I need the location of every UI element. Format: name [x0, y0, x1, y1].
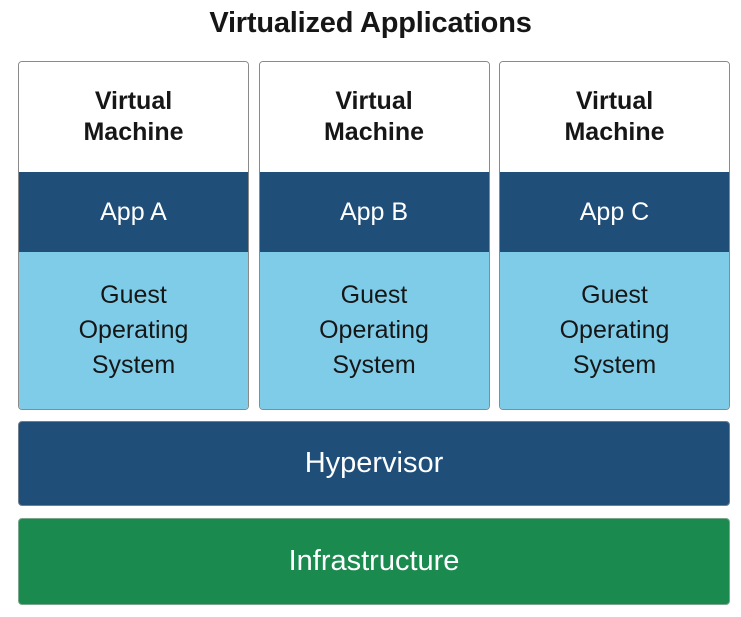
guest-os-line3: System [91, 351, 176, 379]
vm-header-line1: Virtual [94, 87, 173, 115]
virtual-machine-column-3: Virtual Machine App C Guest Operating Sy… [499, 61, 730, 410]
vm-header-line2: Machine [564, 118, 665, 146]
vm-header-line1: Virtual [335, 87, 413, 115]
app-band-1: App A [19, 172, 248, 252]
guest-os-line1: Guest [581, 281, 648, 309]
vm-header-3: Virtual Machine [500, 62, 729, 172]
vm-header-line1: Virtual [575, 87, 654, 115]
virtual-machine-row: Virtual Machine App A Guest Operating Sy… [18, 61, 730, 410]
guest-os-line2: Operating [559, 316, 670, 344]
hypervisor-layer: Hypervisor [18, 421, 730, 506]
vm-header-2: Virtual Machine [259, 62, 489, 172]
guest-os-line3: System [572, 351, 657, 379]
app-band-2: App B [259, 172, 489, 252]
guest-os-line3: System [332, 351, 416, 379]
guest-os-line1: Guest [340, 281, 408, 309]
vm-header-line2: Machine [323, 118, 425, 146]
guest-os-band-1: Guest Operating System [19, 252, 248, 409]
guest-os-band-2: Guest Operating System [259, 252, 489, 409]
guest-os-band-3: Guest Operating System [500, 252, 729, 409]
infrastructure-layer: Infrastructure [18, 518, 730, 605]
vm-header-line2: Machine [83, 118, 184, 146]
virtual-machine-column-2: Virtual Machine App B Guest Operating Sy… [258, 61, 490, 410]
page-title: Virtualized Applications [209, 7, 532, 39]
guest-os-line1: Guest [100, 281, 167, 309]
vm-header-1: Virtual Machine [19, 62, 248, 172]
app-band-3: App C [500, 172, 729, 252]
guest-os-line2: Operating [319, 316, 429, 344]
guest-os-line2: Operating [78, 316, 189, 344]
virtual-machine-column-1: Virtual Machine App A Guest Operating Sy… [18, 61, 249, 410]
